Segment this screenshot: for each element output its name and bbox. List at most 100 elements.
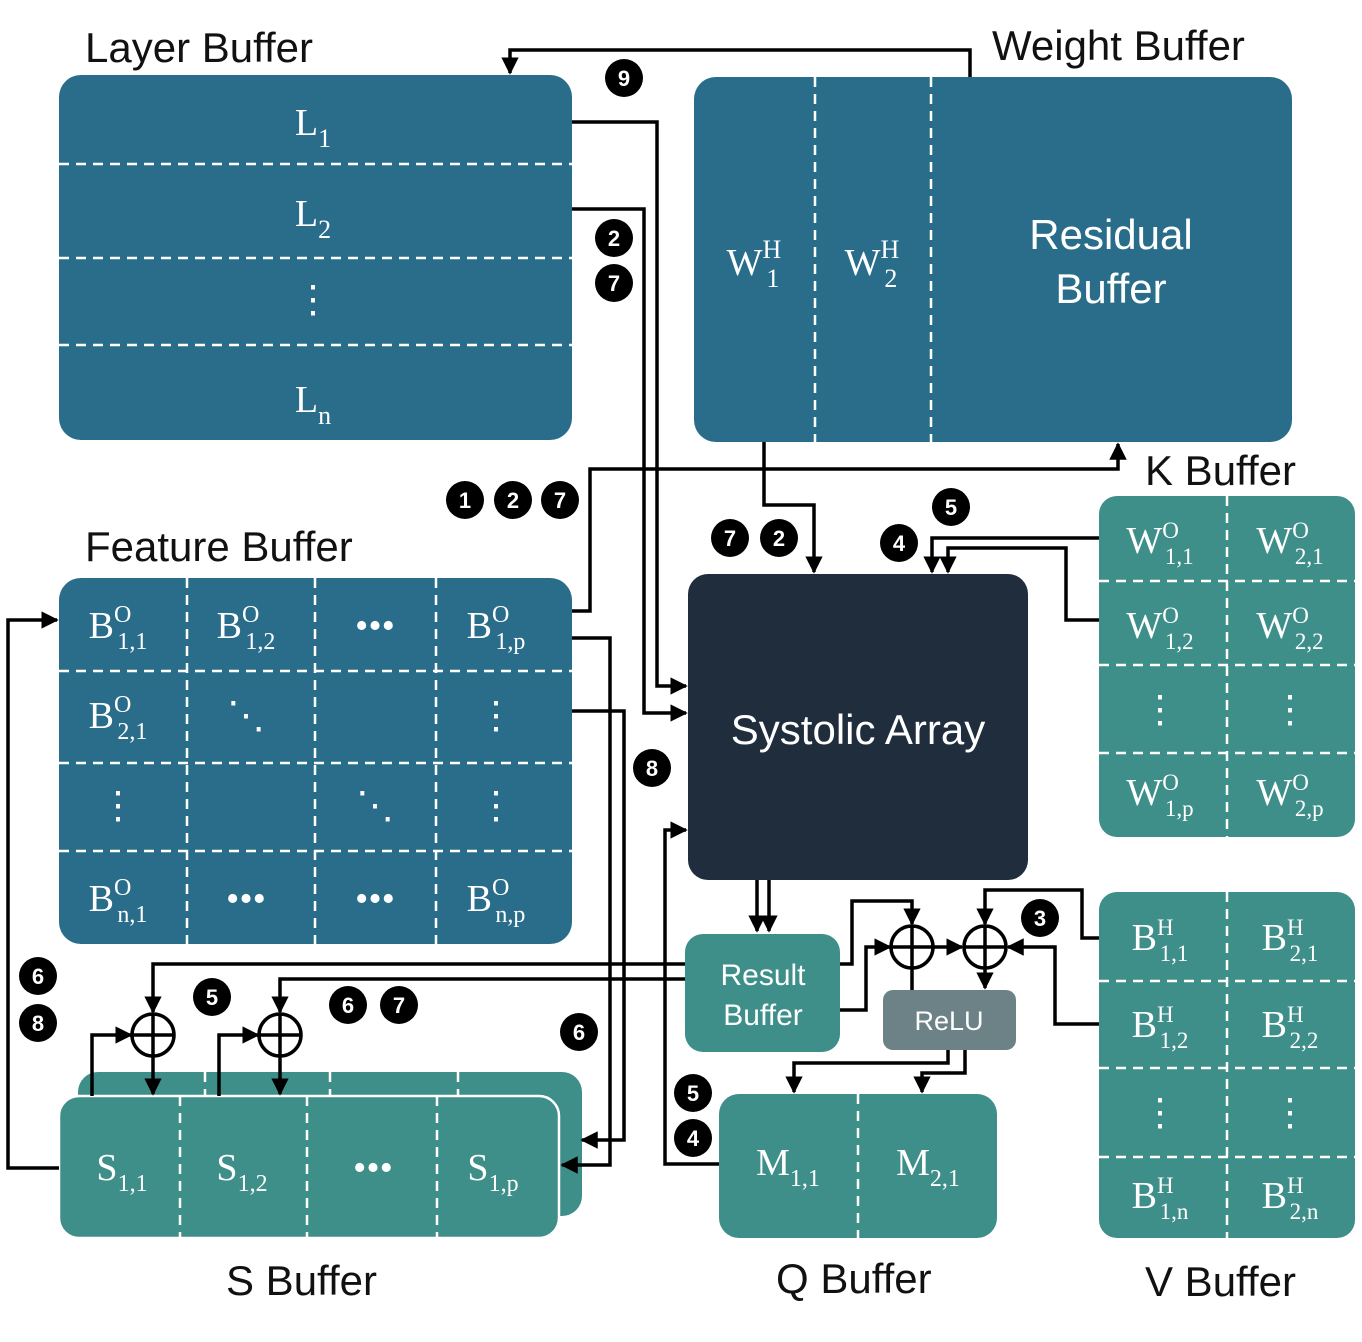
step-marker: 6 — [329, 986, 367, 1024]
svg-text:4: 4 — [687, 1126, 700, 1151]
feature-cell-label: ⋱ — [227, 695, 265, 737]
k-buffer-title: K Buffer — [1145, 447, 1296, 494]
step-marker: 1 — [446, 481, 484, 519]
layer-row-label: Ln — [295, 379, 331, 430]
step-marker: 7 — [595, 264, 633, 302]
feature-cell-label: ⋮ — [477, 785, 515, 827]
step-marker: 6 — [560, 1013, 598, 1051]
svg-text:6: 6 — [342, 993, 354, 1018]
feature-cell-label: ⋮ — [477, 695, 515, 737]
step-marker: 2 — [494, 481, 532, 519]
v-cell-label: ⋮ — [1141, 1092, 1179, 1134]
step-marker: 4 — [880, 524, 918, 562]
adder-icon — [889, 924, 935, 970]
q-buffer-title: Q Buffer — [776, 1255, 932, 1302]
svg-text:8: 8 — [32, 1011, 44, 1036]
weight-buffer-title: Weight Buffer — [992, 22, 1245, 69]
k-cell-label: ⋮ — [1271, 689, 1309, 731]
step-marker: 2 — [595, 219, 633, 257]
svg-text:7: 7 — [393, 993, 405, 1018]
residual-buffer-label: Residual — [1029, 211, 1192, 258]
svg-text:6: 6 — [573, 1020, 585, 1045]
result-buffer-box — [685, 934, 840, 1052]
relu-label: ReLU — [914, 1006, 983, 1036]
feature-cell-label: ⋱ — [356, 785, 394, 827]
q-cell-label: M2,1 — [896, 1142, 960, 1192]
svg-text:3: 3 — [1034, 906, 1046, 931]
v-buffer-title: V Buffer — [1145, 1258, 1296, 1305]
systolic-array-label: Systolic Array — [731, 706, 985, 753]
svg-text:7: 7 — [554, 488, 566, 513]
s-cell-label: S1,1 — [96, 1147, 147, 1197]
svg-text:5: 5 — [945, 495, 957, 520]
svg-text:2: 2 — [773, 526, 785, 551]
step-marker: 9 — [605, 59, 643, 97]
svg-text:2: 2 — [507, 488, 519, 513]
svg-text:4: 4 — [893, 531, 906, 556]
step-marker: 6 — [19, 957, 57, 995]
systolic-array-box — [688, 574, 1028, 880]
svg-text:1: 1 — [459, 488, 471, 513]
relu-box — [883, 990, 1016, 1050]
s-buffer-title: S Buffer — [226, 1257, 377, 1304]
residual-buffer-label-2: Buffer — [1055, 265, 1166, 312]
k-cell-label: ⋮ — [1141, 689, 1179, 731]
s-cell-label: S1,2 — [216, 1147, 267, 1197]
svg-text:9: 9 — [618, 66, 630, 91]
svg-text:6: 6 — [32, 964, 44, 989]
step-marker: 7 — [541, 481, 579, 519]
step-marker: 7 — [380, 986, 418, 1024]
adder-icon — [962, 924, 1008, 970]
step-marker: 4 — [674, 1119, 712, 1157]
svg-text:5: 5 — [687, 1081, 699, 1106]
feature-buffer-title: Feature Buffer — [85, 523, 353, 570]
v-cell-label: ⋮ — [1271, 1092, 1309, 1134]
step-marker: 7 — [711, 519, 749, 557]
step-marker: 5 — [674, 1074, 712, 1112]
adder-icon — [130, 1012, 176, 1058]
layer-row-label: L1 — [295, 102, 331, 153]
step-marker: 3 — [1021, 899, 1059, 937]
svg-text:2: 2 — [608, 226, 620, 251]
feature-cell-label: ••• — [355, 605, 395, 647]
layer-buffer-title: Layer Buffer — [85, 24, 313, 71]
step-marker: 2 — [760, 519, 798, 557]
result-buffer-label: Result — [720, 959, 806, 992]
svg-text:7: 7 — [608, 271, 620, 296]
layer-row-label: L2 — [295, 193, 331, 244]
layer-row-label: ⋮ — [294, 279, 332, 321]
feature-cell-label: ••• — [226, 878, 266, 920]
feature-cell-label: ⋮ — [99, 785, 137, 827]
weight-buffer-box — [694, 77, 1292, 442]
q-cell-label: M1,1 — [756, 1142, 820, 1192]
step-marker: 8 — [19, 1004, 57, 1042]
s-cell-label: ••• — [353, 1147, 393, 1189]
adder-icon — [257, 1012, 303, 1058]
svg-text:7: 7 — [724, 526, 736, 551]
feature-cell-label: ••• — [355, 878, 395, 920]
s-cell-label: S1,p — [467, 1147, 518, 1197]
step-marker: 5 — [193, 978, 231, 1016]
svg-text:8: 8 — [646, 756, 658, 781]
result-buffer-label-2: Buffer — [723, 999, 803, 1032]
step-marker: 5 — [932, 488, 970, 526]
